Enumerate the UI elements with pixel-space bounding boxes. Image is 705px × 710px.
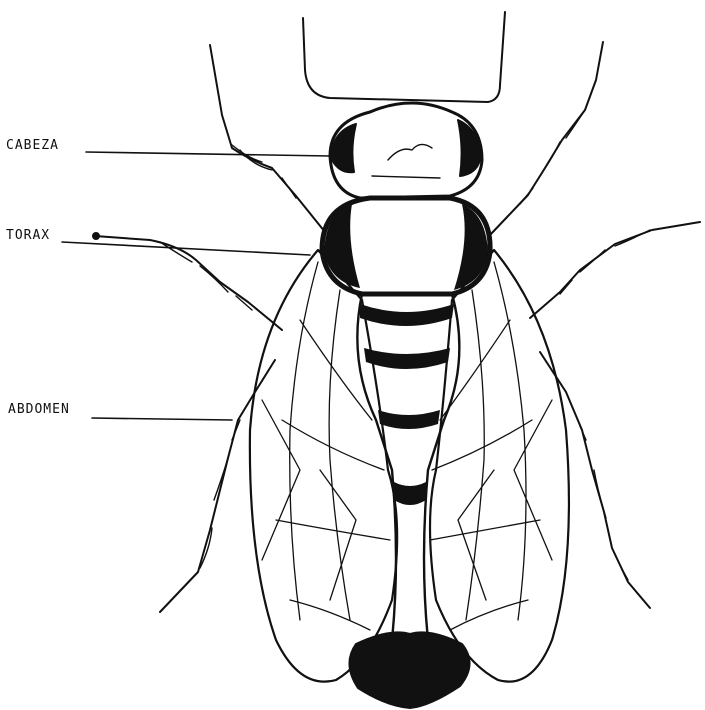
leader-line-abdomen: [92, 418, 232, 420]
label-thorax: TORAX: [6, 228, 50, 243]
leg-front-right: [490, 42, 603, 235]
abdomen-band-2: [364, 348, 450, 369]
abdomen-band-3: [378, 410, 440, 429]
leg-front-left-segments: [232, 145, 296, 198]
head-frons: [372, 144, 440, 178]
leg-mid-right: [530, 222, 700, 318]
abdomen-band-1: [360, 304, 454, 326]
thorax-dark-sides: [324, 204, 488, 290]
leg-mid-right-segments: [560, 230, 650, 294]
wing-right: [430, 250, 569, 682]
leg-hind-left: [160, 360, 275, 612]
label-abdomen: ABDOMEN: [8, 402, 70, 417]
leg-mid-left: [95, 236, 282, 330]
head-eye-right: [458, 120, 480, 176]
abdomen-band-4: [394, 482, 426, 505]
leg-front-right-segments: [520, 110, 585, 204]
leg-front-left: [210, 45, 325, 232]
antenna-bracket: [303, 12, 505, 102]
label-head: CABEZA: [6, 138, 59, 153]
leg-mid-left-tip: [93, 233, 99, 239]
leg-mid-left-segments: [160, 242, 252, 310]
leader-line-head: [86, 152, 330, 156]
leg-hind-right: [540, 352, 650, 608]
abdomen-tip: [349, 632, 469, 708]
